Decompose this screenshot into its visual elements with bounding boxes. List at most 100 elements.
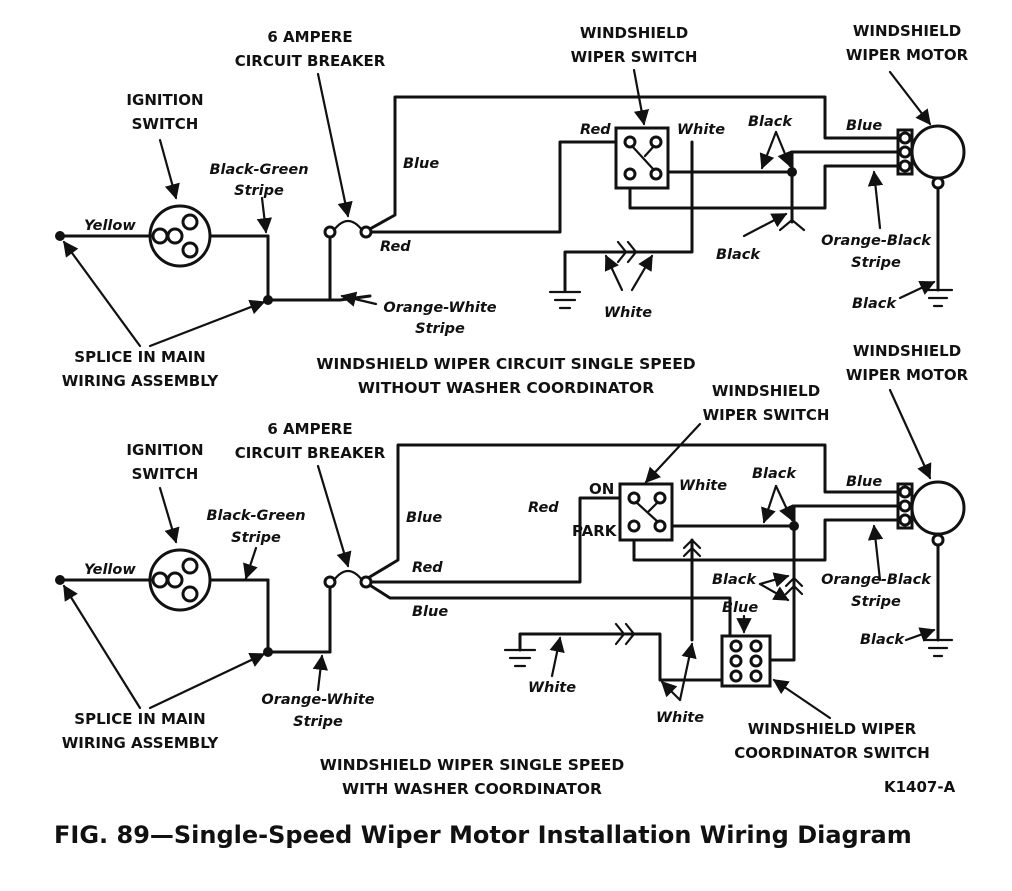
bot-yellow-label: Yellow <box>84 562 136 578</box>
bot-red-wire <box>366 496 622 584</box>
top-bg-arrow <box>256 196 273 234</box>
top-splice-dot-main <box>263 295 273 305</box>
bot-white-arrow-3 <box>678 642 697 702</box>
bot-wswitch-arrow <box>644 422 702 484</box>
top-wswitch-arrow <box>632 68 650 126</box>
top-wiper-switch <box>614 126 670 190</box>
bot-red-label: Red <box>412 560 443 576</box>
top-black1-label: Black <box>748 114 793 130</box>
bot-junction-dot <box>789 521 799 531</box>
bot-splice-arrow-2 <box>148 652 266 710</box>
top-blue-wire <box>366 95 902 232</box>
bot-black-arrow-3 <box>758 572 790 588</box>
bot-blue3-label: Blue <box>846 474 882 490</box>
top-white-arrow-2 <box>630 254 654 292</box>
top-circuit-breaker <box>323 219 373 239</box>
bottom-coordinator-switch <box>720 634 772 688</box>
top-ground-left <box>548 290 582 310</box>
bot-breaker-arrow <box>316 464 352 568</box>
bottom-ground-left <box>503 648 537 668</box>
top-white-ground-wire <box>563 140 694 292</box>
top-black-arrow-2 <box>774 130 792 168</box>
top-splice-dot-yellow <box>55 231 65 241</box>
bot-white3-label: White <box>656 710 704 726</box>
top-blue-label: Blue <box>403 156 439 172</box>
top-red-label: Red <box>380 239 411 255</box>
top-ow-arrow <box>340 291 378 307</box>
bot-white-wire-switch-motor <box>670 504 902 528</box>
bottom-wiper-motor <box>896 480 966 547</box>
top-junction-dot <box>787 167 797 177</box>
top-ob-arrow <box>867 170 884 230</box>
bot-black-arrow-4 <box>904 627 936 642</box>
bot-ow-arrow <box>312 654 329 692</box>
top-black-arrow-1 <box>759 130 778 170</box>
top-splice-arrow-1 <box>62 240 142 348</box>
bottom-wiper-switch <box>618 482 674 542</box>
top-white2-label: White <box>604 305 652 321</box>
top-red2-label: Red <box>580 122 611 138</box>
bot-splice-arrow-1 <box>62 584 142 710</box>
bot-black-arrow-1 <box>761 484 778 524</box>
bot-white-arrow-2 <box>660 680 682 702</box>
bot-black2-label: Black <box>712 572 757 588</box>
top-black3-label: Black <box>852 296 897 312</box>
bottom-circuit-breaker <box>323 569 373 589</box>
top-splice-wire <box>266 294 372 302</box>
top-white-wire-switch-motor <box>666 150 902 174</box>
bot-switch-on-label: ON <box>589 480 614 498</box>
bot-blue4-label: Blue <box>722 600 758 616</box>
bot-splice-dot-yellow <box>55 575 65 585</box>
top-black2-label: Black <box>716 247 761 263</box>
bottom-ignition-switch <box>148 548 212 612</box>
top-white-label: White <box>677 122 725 138</box>
bot-coord-arrow <box>772 678 832 720</box>
top-breaker-arrow <box>316 72 353 218</box>
figure-title: FIG. 89—Single-Speed Wiper Motor Install… <box>54 821 912 849</box>
top-blue2-label: Blue <box>846 118 882 134</box>
figure-code: K1407-A <box>884 778 956 796</box>
bot-bg-arrow <box>243 546 258 580</box>
bottom-ground-right <box>922 630 954 658</box>
bot-black3-label: Black <box>860 632 905 648</box>
bot-switch-park-label: PARK <box>572 522 618 540</box>
bot-black-wire <box>768 524 796 662</box>
bot-ob-arrow <box>867 524 884 582</box>
top-wiper-motor <box>896 124 966 190</box>
bot-orange-black-wire <box>632 518 902 562</box>
bot-ign-arrow <box>158 486 180 544</box>
bot-splice-dot-main <box>263 647 273 657</box>
bot-blue2-label: Blue <box>412 604 448 620</box>
bot-white-ground-wire <box>518 632 724 682</box>
top-ground-right <box>922 282 954 308</box>
bot-blue-coord-wire <box>366 582 732 642</box>
top-yellow-label: Yellow <box>84 218 136 234</box>
bot-motor-arrow <box>888 388 932 480</box>
bot-black1-label: Black <box>752 466 797 482</box>
bot-connector-coord-white <box>682 538 702 558</box>
bot-white-arrow-1 <box>549 636 565 678</box>
bot-red2-label: Red <box>528 500 559 516</box>
bot-blue-wire <box>366 443 902 580</box>
bot-connector-white <box>614 622 636 646</box>
